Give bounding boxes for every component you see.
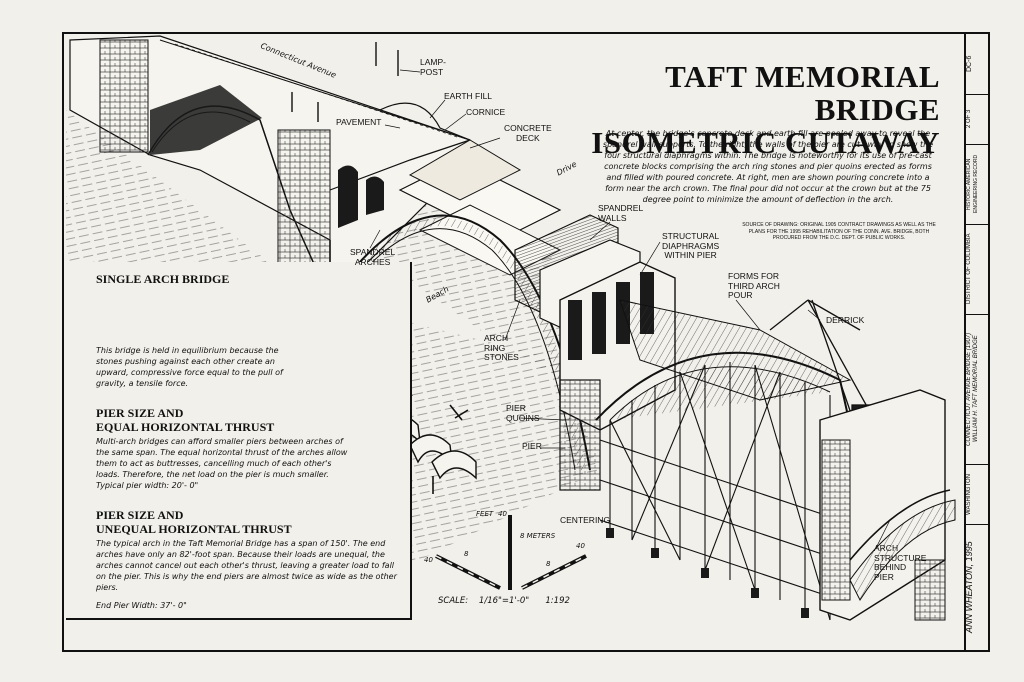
tb-cell-location: WASHINGTON <box>966 464 988 525</box>
label-structural-diaphragms: STRUCTURAL DIAPHRAGMS WITHIN PIER <box>662 231 720 260</box>
label-cornice: CORNICE <box>466 107 506 117</box>
text-end-pier-width: End Pier Width: 37'- 0" <box>96 601 187 610</box>
tb-cell-sheet: 2 OF 3 <box>966 94 988 145</box>
title-line-1: TAFT MEMORIAL BRIDGE <box>665 59 940 127</box>
tb-record: DC-6 <box>966 55 973 73</box>
scale-caption: SCALE: 1/16"=1'-0" 1:192 <box>438 596 570 606</box>
label-centering: CENTERING <box>560 515 611 525</box>
scale-feet-8: 8 <box>464 550 469 558</box>
tb-district: DISTRICT OF COLUMBIA <box>966 233 972 305</box>
drawing-border <box>62 32 966 652</box>
callout-leaders <box>369 69 891 549</box>
text-single-arch: This bridge is held in equilibrium becau… <box>96 346 283 388</box>
drawing-title: TAFT MEMORIAL BRIDGE ISOMETRIC CUTAWAY <box>540 60 940 159</box>
title-block: DC-6 2 OF 3 HISTORIC AMERICAN ENGINEERIN… <box>966 32 990 652</box>
heading-single-arch: SINGLE ARCH BRIDGE <box>96 272 230 286</box>
source-note: SOURCE OF DRAWING: ORIGINAL 1905 CONTRAC… <box>742 222 936 241</box>
label-pier-quoins: PIER QUOINS <box>506 403 540 423</box>
scale-meters-8: 8 <box>546 560 551 568</box>
tb-cell-district: DISTRICT OF COLUMBIA <box>966 224 988 315</box>
label-lamp-post: LAMP- POST <box>420 57 446 77</box>
tb-sheet: 2 OF 3 <box>966 109 972 129</box>
tb-cell-haer: HISTORIC AMERICAN ENGINEERING RECORD <box>966 144 988 225</box>
label-derrick: DERRICK <box>826 315 865 325</box>
pier-with-diaphragms <box>559 261 676 491</box>
label-spandrel-walls: SPANDREL WALLS <box>598 203 644 223</box>
heading-unequal-thrust: PIER SIZE AND UNEQUAL HORIZONTAL THRUST <box>96 508 292 536</box>
scale-feet-40: 40 <box>498 510 507 518</box>
description-text: At center, the bridge's concrete deck an… <box>602 129 934 204</box>
tb-delineator: ANN WHEATON, 1995 <box>966 541 974 633</box>
tb-cell-record: DC-6 <box>966 34 988 95</box>
scale-meters-label: 8 METERS <box>520 532 556 540</box>
title-line-2: ISOMETRIC CUTAWAY <box>591 125 940 160</box>
label-arch-ring-stones: ARCH RING STONES <box>484 333 519 362</box>
tb-cell-delineator: ANN WHEATON, 1995 <box>966 524 988 650</box>
tb-cell-project: CONNECTICUT AVENUE BRIDGE (1907) WILLIAM… <box>966 314 988 465</box>
label-concrete-deck: CONCRETE DECK <box>504 123 552 143</box>
label-earth-fill: EARTH FILL <box>444 91 493 101</box>
scale-feet-40b: 40 <box>424 556 433 564</box>
centering-scaffold <box>595 299 861 621</box>
label-pavement: PAVEMENT <box>336 117 382 127</box>
tb-haer: HISTORIC AMERICAN ENGINEERING RECORD <box>966 154 979 214</box>
label-spandrel-arches: SPANDREL ARCHES <box>350 247 396 267</box>
label-forms-third-arch: FORMS FOR THIRD ARCH POUR <box>728 271 780 300</box>
tb-project: CONNECTICUT AVENUE BRIDGE (1907) WILLIAM… <box>966 332 979 446</box>
notes-panel <box>66 262 412 620</box>
scale-feet-label: FEET <box>476 510 494 518</box>
scale-bars <box>435 515 587 590</box>
text-equal-thrust: Multi-arch bridges can afford smaller pi… <box>96 437 348 490</box>
heading-equal-thrust: PIER SIZE AND EQUAL HORIZONTAL THRUST <box>96 406 275 434</box>
right-pier-arch <box>819 389 956 621</box>
label-arch-structure: ARCH STRUCTURE BEHIND PIER <box>874 543 927 582</box>
tb-location: WASHINGTON <box>966 473 972 515</box>
scale-meters-40: 40 <box>576 542 585 550</box>
text-unequal-thrust: The typical arch in the Taft Memorial Br… <box>96 539 397 592</box>
label-pier: PIER <box>522 441 542 451</box>
